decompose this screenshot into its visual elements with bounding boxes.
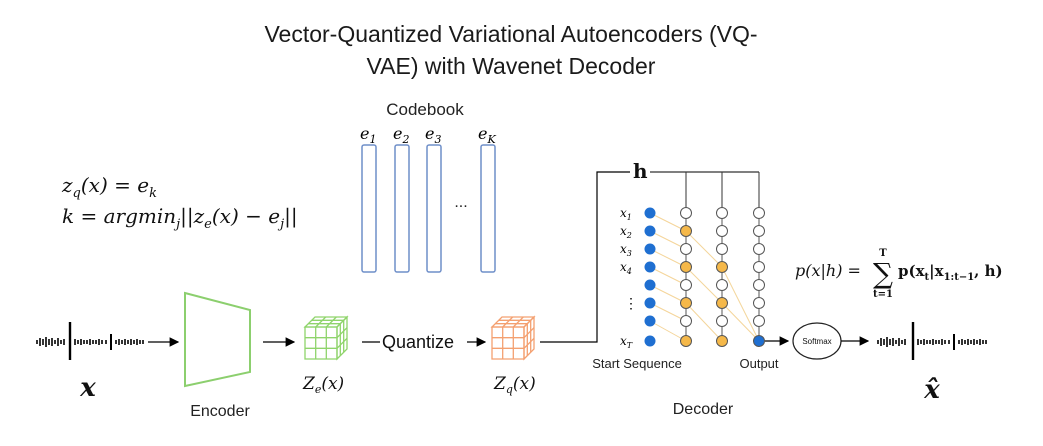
zq-to-h-connector bbox=[540, 171, 630, 343]
decoder-input-label-2: x2 bbox=[620, 224, 632, 240]
likelihood-equation: p(x|h) = T ∑ t=1 p(xt|x1:t−1, h) bbox=[795, 248, 1003, 300]
hidden-node-active bbox=[716, 335, 728, 347]
conditioning-h: h bbox=[633, 159, 648, 183]
output-node bbox=[753, 207, 765, 219]
hidden-node bbox=[716, 225, 728, 237]
output-symbol: x̂ bbox=[923, 375, 940, 405]
input-node bbox=[644, 261, 656, 273]
ze-label: Ze(x) bbox=[302, 374, 344, 396]
ze-latent-cube bbox=[303, 315, 349, 361]
quantization-equations: zq(x) = ek k = argminj||ze(x) − ej|| bbox=[61, 173, 298, 232]
likelihood-sigma: ∑ bbox=[873, 257, 893, 290]
output-node bbox=[753, 243, 765, 255]
input-node bbox=[644, 207, 656, 219]
output-waveform bbox=[877, 322, 987, 360]
hidden-node bbox=[680, 315, 692, 327]
codebook: Codebook e1 e2 e3 eK ... bbox=[360, 100, 496, 273]
codebook-vector-label-k: eK bbox=[478, 124, 496, 146]
encoder-label: Encoder bbox=[190, 403, 250, 420]
input-node bbox=[644, 279, 656, 291]
hidden-node-active bbox=[680, 297, 692, 309]
equation-k: k = argminj||ze(x) − ej|| bbox=[62, 204, 298, 232]
decoder-input-label-1: x1 bbox=[620, 206, 632, 222]
softmax-label: Softmax bbox=[802, 337, 831, 346]
quantize-label: Quantize bbox=[382, 332, 454, 352]
diagram-title-line-1: Vector-Quantized Variational Autoencoder… bbox=[264, 21, 757, 47]
codebook-vector-1 bbox=[361, 144, 377, 273]
hidden-node bbox=[716, 315, 728, 327]
output-node bbox=[753, 279, 765, 291]
hidden-layer-1 bbox=[680, 207, 692, 347]
input-symbol: x bbox=[79, 373, 96, 403]
hidden-node-active bbox=[716, 297, 728, 309]
input-node bbox=[644, 335, 656, 347]
hidden-layer-2 bbox=[716, 207, 728, 347]
output-node bbox=[753, 297, 765, 309]
input-node bbox=[644, 225, 656, 237]
decoder-input-label-t: xT bbox=[620, 334, 633, 350]
hidden-node bbox=[716, 207, 728, 219]
output-node bbox=[753, 225, 765, 237]
hidden-node-active bbox=[680, 335, 692, 347]
hidden-node bbox=[716, 279, 728, 291]
decoder-input-label-3: x3 bbox=[620, 242, 632, 258]
codebook-vector-label-3: e3 bbox=[425, 124, 441, 146]
output-node-active bbox=[753, 335, 765, 347]
codebook-vector-3 bbox=[426, 144, 442, 273]
codebook-label: Codebook bbox=[386, 100, 464, 119]
input-nodes bbox=[644, 207, 656, 347]
codebook-ellipsis: ... bbox=[454, 194, 467, 211]
encoder-block bbox=[184, 291, 251, 388]
input-node bbox=[644, 315, 656, 327]
wavenet-decoder: h x1 x2 x3 x4 ⋮ xT bbox=[592, 159, 779, 418]
hidden-node bbox=[680, 243, 692, 255]
equation-zq: zq(x) = ek bbox=[61, 173, 157, 201]
start-sequence-label: Start Sequence bbox=[592, 356, 682, 371]
decoder-input-label-4: x4 bbox=[620, 260, 632, 276]
codebook-vector-2 bbox=[394, 144, 410, 273]
likelihood-sum-bottom: t=1 bbox=[873, 289, 893, 300]
dilation-edges bbox=[649, 212, 760, 342]
likelihood-sum-top: T bbox=[879, 248, 887, 259]
output-label: Output bbox=[739, 356, 778, 371]
zq-label: Zq(x) bbox=[493, 374, 536, 396]
codebook-vector-label-2: e2 bbox=[393, 124, 409, 146]
hidden-node-active bbox=[716, 261, 728, 273]
hidden-node-active bbox=[680, 225, 692, 237]
likelihood-lhs: p(x|h) = bbox=[795, 261, 861, 280]
decoder-label: Decoder bbox=[673, 401, 734, 418]
codebook-vector-k bbox=[480, 144, 496, 273]
zq-quantized-cube bbox=[490, 315, 536, 361]
codebook-vector-label-1: e1 bbox=[360, 124, 376, 146]
hidden-node bbox=[680, 207, 692, 219]
hidden-node bbox=[716, 243, 728, 255]
hidden-node bbox=[680, 279, 692, 291]
decoder-input-ellipsis: ⋮ bbox=[624, 296, 638, 312]
diagram-title-line-2: VAE) with Wavenet Decoder bbox=[367, 53, 656, 79]
output-node bbox=[753, 261, 765, 273]
input-node bbox=[644, 243, 656, 255]
output-node bbox=[753, 315, 765, 327]
input-waveform bbox=[36, 322, 144, 360]
hidden-node-active bbox=[680, 261, 692, 273]
likelihood-term: p(xt|x1:t−1, h) bbox=[898, 262, 1003, 283]
input-node bbox=[644, 297, 656, 309]
output-layer bbox=[753, 207, 765, 347]
